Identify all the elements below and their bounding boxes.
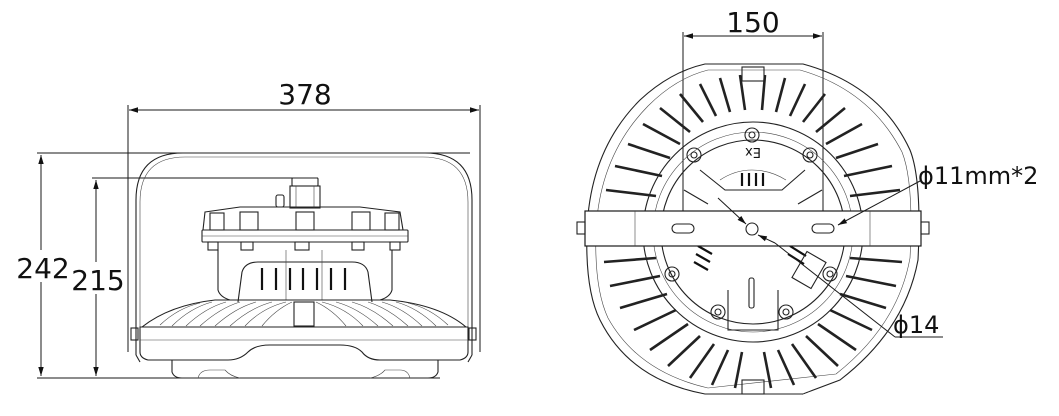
heat-slots (260, 268, 347, 290)
plan-view: 150 (576, 6, 1038, 395)
heatsink-fins (140, 299, 468, 328)
center-hole (745, 222, 759, 236)
ex-marking: Ex (745, 144, 761, 159)
leader-center-hole: ϕ14 (717, 197, 943, 339)
driver-housing (201, 177, 409, 303)
dim-phi14-label: ϕ14 (893, 311, 939, 339)
edge-tabs (741, 66, 765, 395)
dim-215-label: 215 (71, 264, 124, 297)
inner-bolts (664, 127, 838, 320)
dim-242-label: 242 (16, 252, 69, 285)
dim-150-label: 150 (726, 6, 779, 39)
dim-phi11-label: ϕ11mm*2 (918, 162, 1038, 190)
leader-hole-diameter: ϕ11mm*2 (837, 162, 1038, 226)
mount-hole-right (811, 223, 835, 234)
dimension-hole-spacing: 150 (682, 6, 824, 226)
side-view: 378 242 215 (16, 78, 481, 379)
lamp-base (139, 326, 469, 379)
dimension-width: 378 (127, 78, 481, 352)
mounting-bracket (130, 152, 477, 363)
housing-outline (586, 63, 920, 395)
dim-378-label: 378 (278, 78, 331, 111)
mounting-bar (576, 210, 930, 247)
dimension-body-height: 215 (71, 177, 318, 376)
mount-hole-left (671, 223, 695, 234)
